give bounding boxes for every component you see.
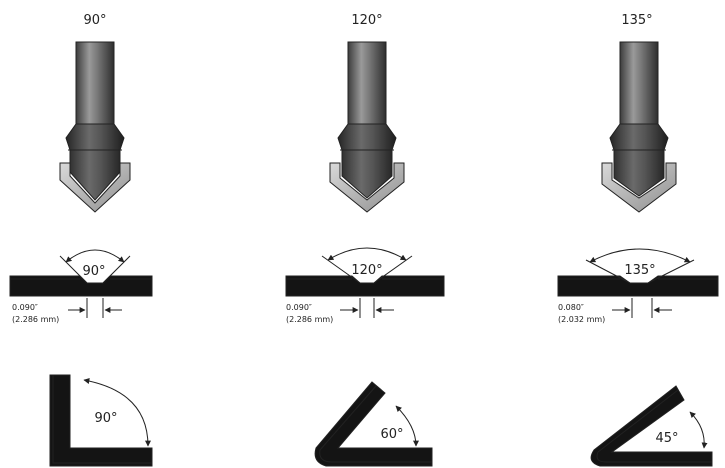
dim-mm: (2.286 mm) [12, 315, 59, 324]
panel-board [557, 275, 719, 297]
column-3: 135° 135° 0.080″ (2.032 mm) 4 [557, 13, 719, 467]
bend-angle-label: 90° [94, 411, 117, 426]
column-1: 90° 90° 0.090″ (2.286 mm) [9, 13, 153, 467]
dim-inch: 0.080″ [558, 303, 584, 312]
dim-inch: 0.090″ [12, 303, 38, 312]
groove-panel: 120° 0.090″ (2.286 mm) [285, 247, 445, 324]
groove-line-right [647, 259, 695, 284]
groove-line-left [321, 255, 361, 284]
bit-shank [619, 41, 659, 125]
bend-angle-arc [395, 405, 419, 447]
bit-body [337, 123, 397, 199]
groove-angle-arc [589, 248, 691, 263]
bit-body [65, 123, 125, 201]
dim-inch: 0.090″ [286, 303, 312, 312]
bend-angle-arc [83, 378, 151, 447]
bend-angle-label: 45° [655, 431, 678, 446]
router-bit [59, 41, 131, 213]
bent-panel: 90° [49, 374, 153, 467]
groove-angle-arc [65, 249, 125, 263]
bend-angle-label: 60° [380, 427, 403, 442]
blade-wing [601, 162, 677, 213]
bit-body [609, 123, 669, 197]
groove-line-right [373, 255, 413, 284]
bent-board [314, 381, 433, 467]
bent-board [590, 385, 713, 467]
groove-line-left [59, 255, 88, 284]
column-title: 135° [621, 13, 652, 28]
panel-board [285, 275, 445, 297]
groove-angle-label: 90° [82, 264, 105, 279]
dim-mm: (2.032 mm) [558, 315, 605, 324]
bent-panel: 60° [314, 381, 433, 467]
groove-line-right [102, 255, 131, 284]
bit-shank [347, 41, 387, 125]
router-bit [329, 41, 405, 213]
router-bit [601, 41, 677, 213]
bend-angle-arc [689, 411, 708, 449]
column-title: 120° [351, 13, 382, 28]
groove-panel: 90° 0.090″ (2.286 mm) [9, 249, 153, 324]
bent-panel: 45° [590, 385, 713, 467]
groove-angle-label: 135° [624, 263, 655, 278]
blade-wing [329, 162, 405, 213]
column-2: 120° 120° 0.090″ (2.286 mm) 6 [285, 13, 445, 467]
bit-shank [75, 41, 115, 125]
dim-mm: (2.286 mm) [286, 315, 333, 324]
groove-panel: 135° 0.080″ (2.032 mm) [557, 248, 719, 324]
groove-angle-arc [327, 247, 407, 261]
groove-angle-label: 120° [351, 263, 382, 278]
column-title: 90° [83, 13, 106, 28]
groove-line-left [585, 259, 631, 284]
bent-board [49, 374, 153, 467]
